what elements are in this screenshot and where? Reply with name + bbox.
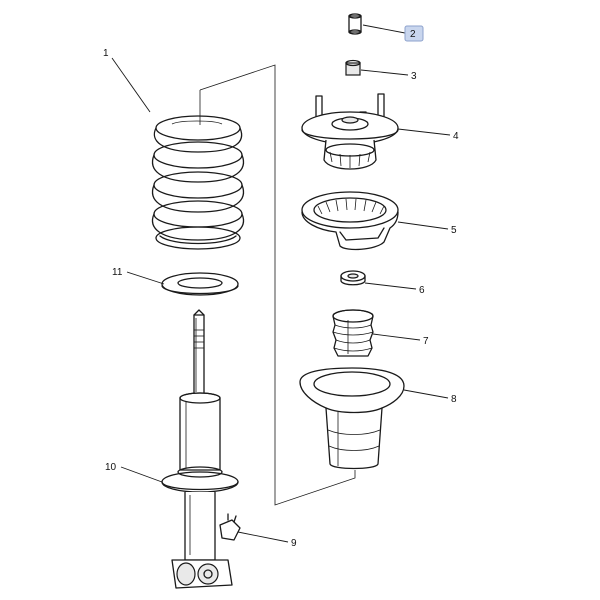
callout-labels: 1 2 3 4 5 6 7 8 9 10 11 xyxy=(103,29,459,549)
wheel-speed-sensor-clip xyxy=(219,513,241,541)
bumper-washer xyxy=(340,270,366,286)
callout-4: 4 xyxy=(453,131,459,142)
callout-9: 9 xyxy=(291,538,297,549)
strut-mount-nut xyxy=(345,59,361,76)
leader-lines xyxy=(111,24,451,543)
callout-10: 10 xyxy=(105,462,117,473)
strut-shock-absorber xyxy=(161,309,239,589)
jounce-bumper xyxy=(332,309,374,357)
callout-7: 7 xyxy=(423,336,429,347)
callout-2-highlight xyxy=(404,25,424,42)
callout-8: 8 xyxy=(451,394,457,405)
callout-5: 5 xyxy=(451,225,457,236)
callout-2: 2 xyxy=(410,29,416,40)
dust-shield xyxy=(299,367,405,470)
callout-6: 6 xyxy=(419,285,425,296)
callout-11: 11 xyxy=(112,267,123,278)
upper-spring-insulator xyxy=(301,191,399,251)
callout-3: 3 xyxy=(411,71,417,82)
strut-mount xyxy=(301,93,399,170)
lower-spring-insulator xyxy=(161,272,239,296)
assembly-guide-lines xyxy=(199,64,356,506)
strut-nut xyxy=(348,13,362,35)
coil-spring xyxy=(152,115,244,250)
callout-1: 1 xyxy=(103,48,109,59)
